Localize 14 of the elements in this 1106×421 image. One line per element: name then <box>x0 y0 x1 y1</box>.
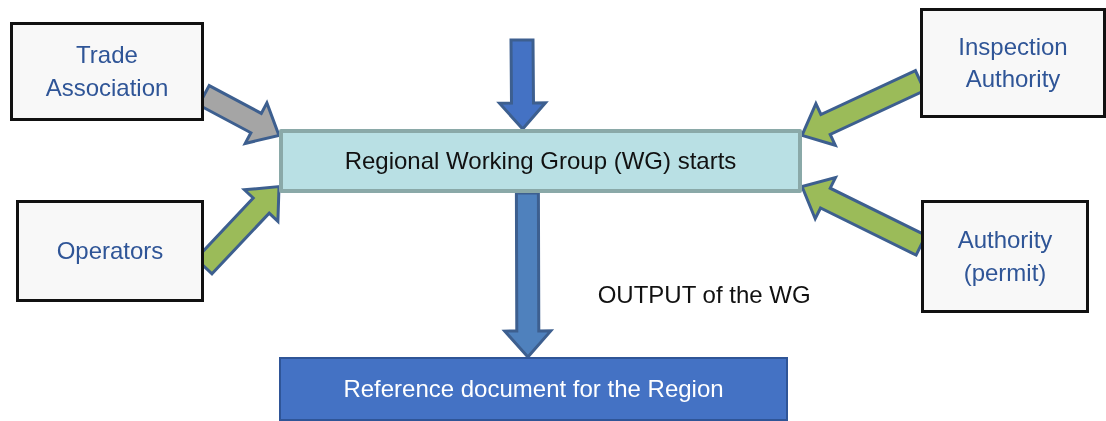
block-arrow <box>501 191 555 360</box>
stakeholder-box <box>920 8 1106 118</box>
stakeholder-box <box>10 22 204 121</box>
stakeholder-box <box>16 200 204 302</box>
node-label: Regional Working Group (WG) starts <box>344 145 737 176</box>
stakeholder-box <box>921 200 1089 313</box>
node-label: Reference document for the Region <box>343 373 724 404</box>
node-label: Trade Association <box>44 40 170 103</box>
node-label: Operators <box>56 235 164 266</box>
node-label: Authority (permit) <box>956 225 1054 288</box>
node-label: Inspection Authority <box>957 31 1069 94</box>
process-box <box>279 129 802 193</box>
output-box <box>279 357 788 421</box>
block-arrow <box>496 38 549 132</box>
